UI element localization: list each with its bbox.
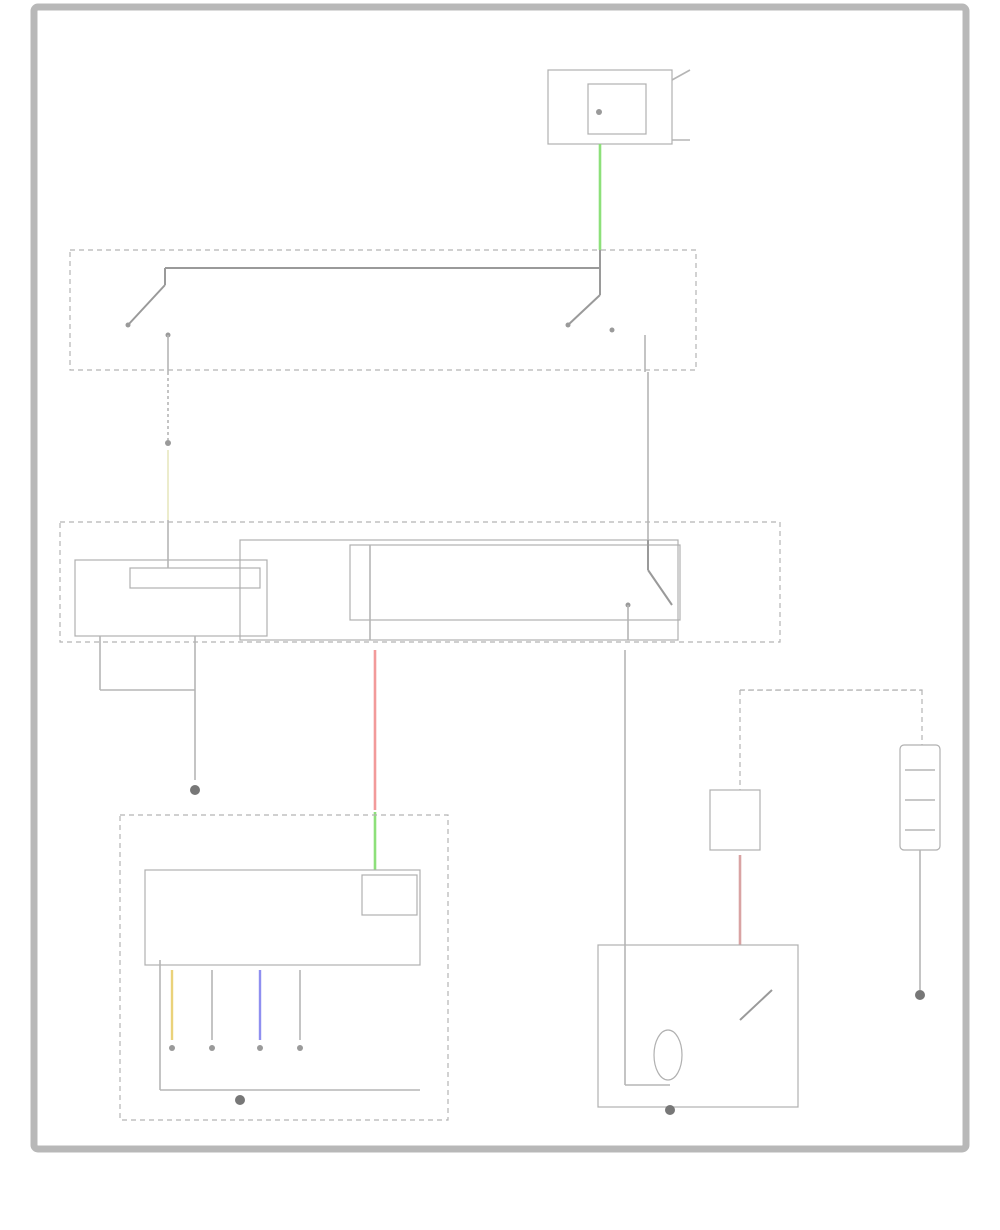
diagram-frame: [30, 3, 970, 1153]
top-fuse-block: [547, 69, 691, 145]
wires-ipdm-left: [99, 636, 200, 795]
starter-circuit: [597, 650, 923, 1115]
tcm-block: [119, 814, 449, 1121]
battery: [899, 744, 941, 1000]
wires-switch-to-ipdm: [165, 372, 649, 520]
ipdm-block: [59, 520, 781, 643]
ignition-switch: [69, 249, 697, 372]
